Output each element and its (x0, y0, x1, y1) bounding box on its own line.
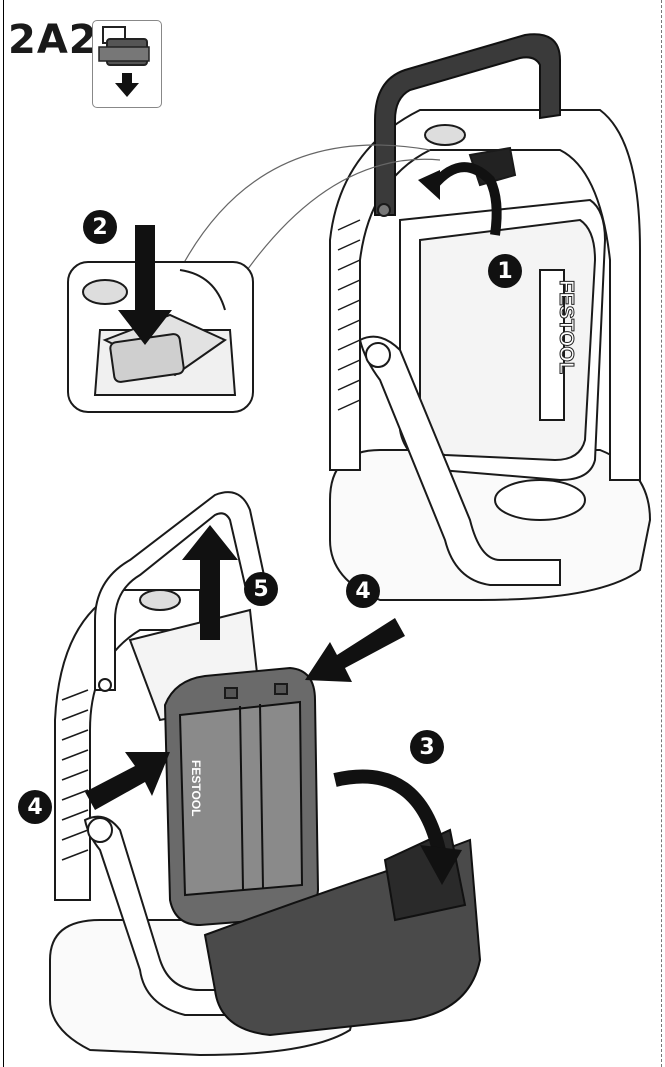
step-number-1: 1 (488, 254, 522, 288)
battery-removal-icon (92, 20, 162, 108)
svg-text:FESTOOL: FESTOOL (555, 280, 577, 374)
step-number-4-right: 4 (346, 574, 380, 608)
press-arrow-4-left (85, 752, 170, 810)
rotate-arrow-1 (426, 162, 502, 236)
step-number-3: 3 (410, 730, 444, 764)
swing-arrow-3 (333, 769, 447, 857)
pull-arrow-5 (182, 525, 238, 640)
step-number-5: 5 (244, 572, 278, 606)
push-arrow-2 (118, 225, 172, 345)
step-number-4-left: 4 (18, 790, 52, 824)
svg-text:FESTOOL: FESTOOL (189, 760, 203, 816)
lamp-top-illustration (329, 33, 652, 601)
detail-inset (67, 261, 254, 413)
page-border-right-dashed (661, 0, 662, 1067)
step-number-2: 2 (83, 210, 117, 244)
press-arrow-4-right (305, 618, 405, 682)
page-border-left (3, 0, 4, 1067)
lamp-bottom-illustration (49, 491, 482, 1057)
